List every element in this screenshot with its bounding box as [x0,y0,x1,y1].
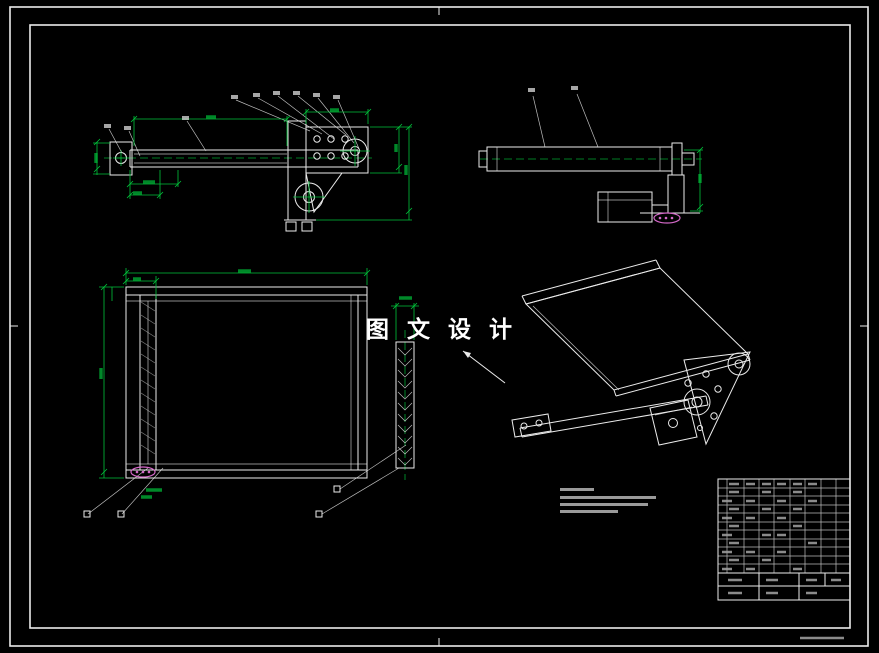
conveyor-isometric-view [462,259,751,446]
conveyor-plan-view [83,268,368,518]
drive-roller-side-view [478,93,703,223]
notes-block [560,488,656,513]
watermark-text: 图 文 设 计 [366,317,518,343]
view-direction-arrow [463,351,471,358]
magenta-stamp-roller [653,212,681,224]
magenta-stamp-plan [130,466,156,478]
head-pulley-bracket-side-view [93,95,412,232]
balloon-number-marks [104,86,578,130]
dimension-ticks [93,108,704,476]
belt-section-strip [315,303,419,518]
frame-border [9,6,869,647]
title-block [717,478,851,601]
dimension-text-marks [94,108,702,499]
